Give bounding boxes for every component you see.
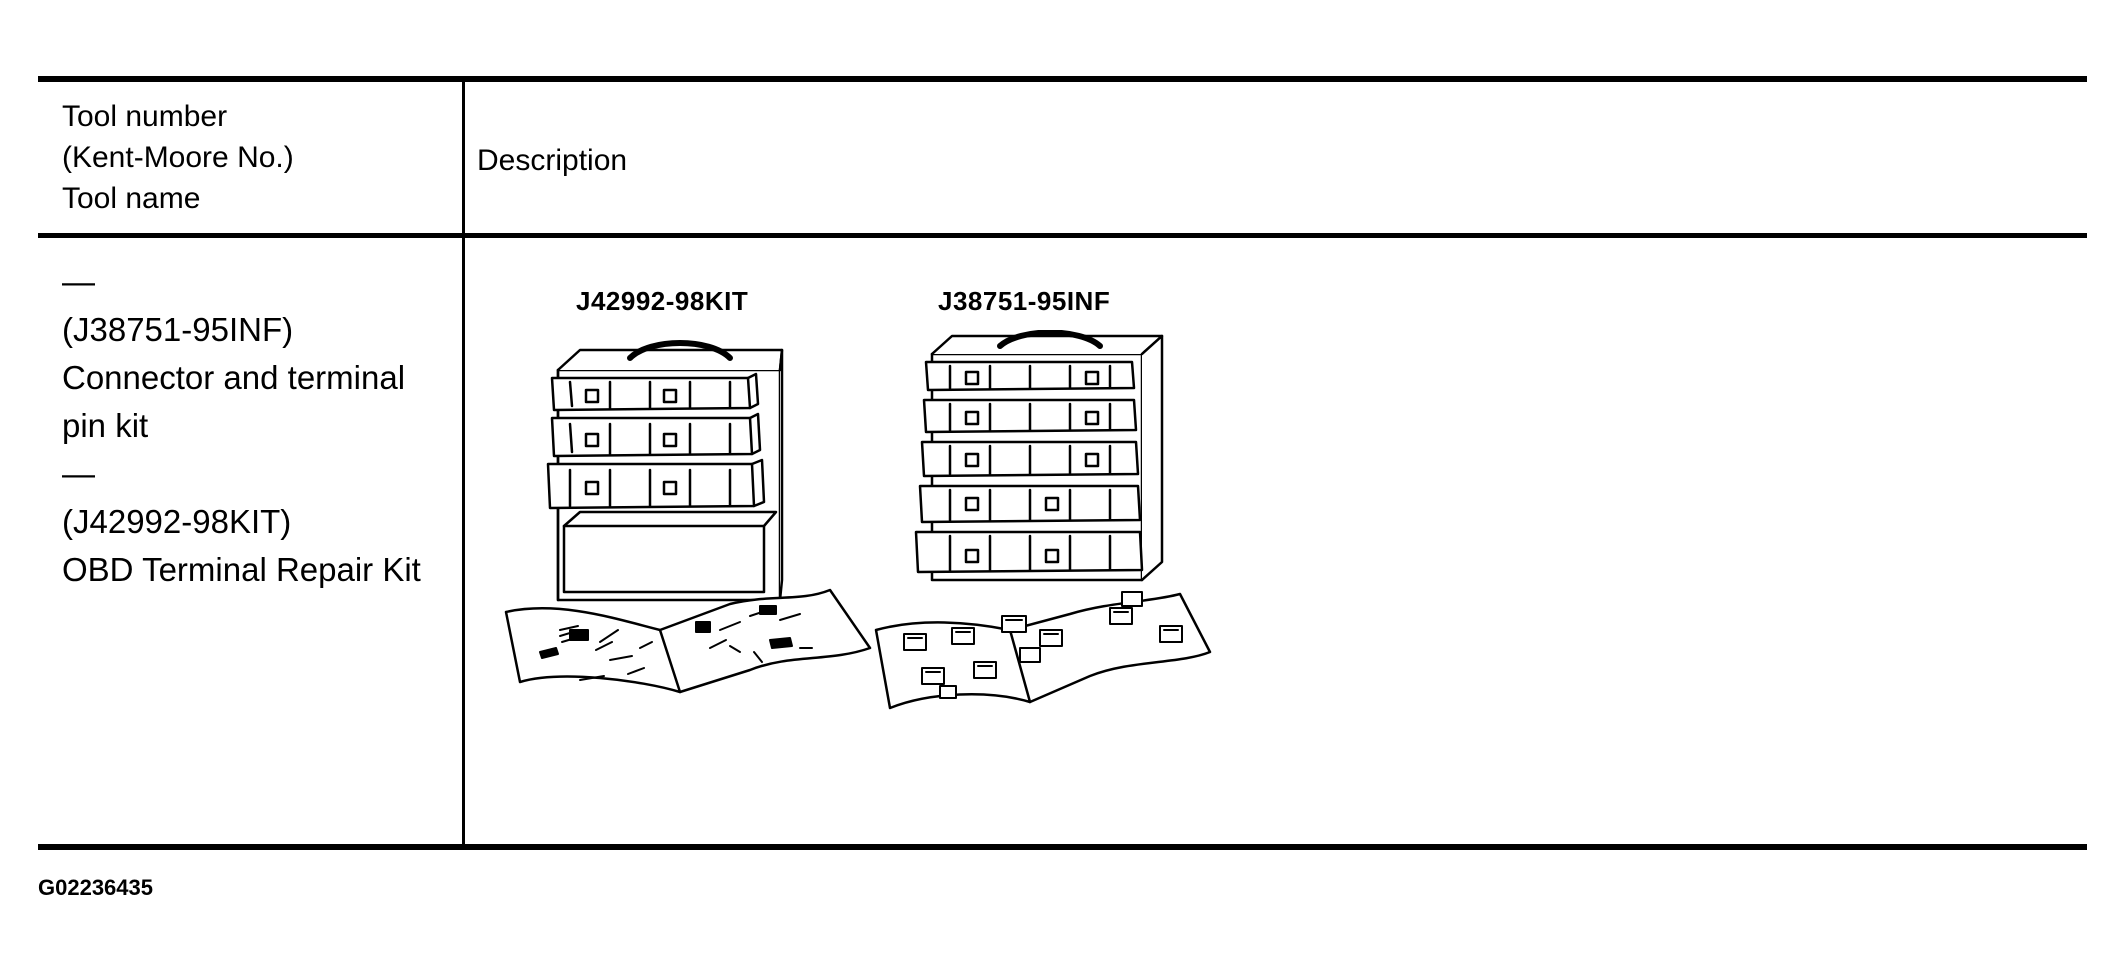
connector-terminal-kit-drawing [874,330,1212,710]
tool-kit-illustration [504,330,1212,710]
header-line: Tool name [62,182,201,215]
column-divider [462,82,465,845]
tool-line: OBD Terminal Repair Kit [62,551,421,588]
figure-label-obd-kit: J42992-98KIT [576,286,749,316]
table-bottom-rule [38,844,2087,850]
tool-name-cell: — (J38751-95INF) Connector and terminal … [62,258,421,594]
tool-line: pin kit [62,407,149,444]
header-tool-number: Tool number (Kent-Moore No.) Tool name [62,96,294,219]
tool-line: — [62,263,95,300]
table-top-rule [38,76,2087,82]
obd-terminal-kit-drawing [504,340,872,694]
table-header-rule [38,233,2087,238]
tool-line: (J42992-98KIT) [62,503,292,540]
drawer-stack-right [914,360,1144,574]
tool-line: — [62,455,95,492]
header-line: (Kent-Moore No.) [62,141,294,174]
tool-line: (J38751-95INF) [62,311,294,348]
drawer-stack-left [546,372,766,510]
tool-line: Connector and terminal [62,359,406,396]
figure-label-connector-kit: J38751-95INF [938,286,1111,316]
figure-reference-code: G02236435 [38,875,153,900]
header-line: Tool number [62,100,228,133]
header-description: Description [477,144,628,177]
